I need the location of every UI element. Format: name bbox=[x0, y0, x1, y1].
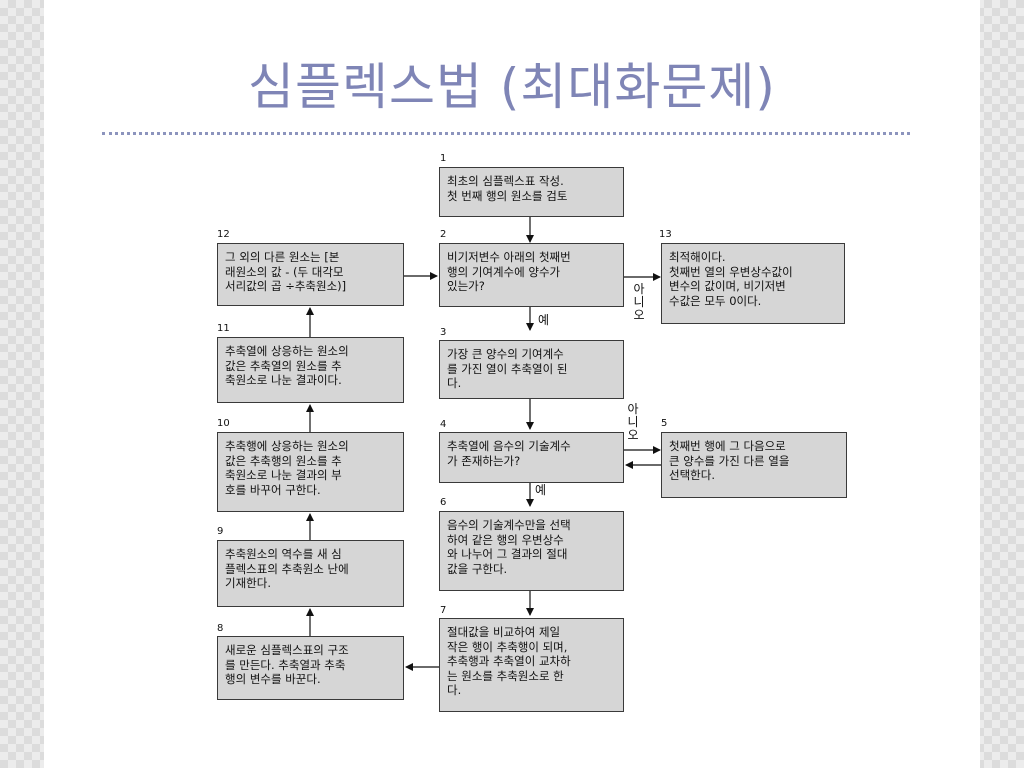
step-number-5: 5 bbox=[661, 418, 668, 429]
simplex-flowchart: 1 2 3 4 5 6 7 8 9 10 11 12 13 최초의 심플렉스표 … bbox=[212, 150, 848, 720]
step-number-7: 7 bbox=[440, 605, 447, 616]
title-divider bbox=[102, 132, 910, 135]
step-number-1: 1 bbox=[440, 153, 447, 164]
label-no-2-to-13: 아니오 bbox=[633, 282, 645, 322]
step-7-box: 절대값을 비교하여 제일 작은 행이 추축행이 되며, 추축행과 추축열이 교차… bbox=[439, 618, 624, 712]
slide-title: 심플렉스법 (최대화문제) bbox=[248, 58, 776, 116]
label-no-4-to-5: 아니오 bbox=[627, 402, 639, 442]
step-number-13: 13 bbox=[659, 229, 672, 240]
label-yes-4-to-6: 예 bbox=[535, 483, 547, 497]
step-8-box: 새로운 심플렉스표의 구조 를 만든다. 추축열과 추축 행의 변수를 바꾼다. bbox=[217, 636, 404, 700]
step-number-3: 3 bbox=[440, 327, 447, 338]
step-4-box: 추축열에 음수의 기술계수 가 존재하는가? bbox=[439, 432, 624, 483]
step-5-box: 첫째번 행에 그 다음으로 큰 양수를 가진 다른 열을 선택한다. bbox=[661, 432, 847, 498]
step-number-12: 12 bbox=[217, 229, 230, 240]
step-3-box: 가장 큰 양수의 기여계수 를 가진 열이 추축열이 된 다. bbox=[439, 340, 624, 399]
step-number-11: 11 bbox=[217, 323, 230, 334]
label-yes-2-to-3: 예 bbox=[538, 313, 550, 327]
step-number-4: 4 bbox=[440, 419, 447, 430]
step-number-10: 10 bbox=[217, 418, 230, 429]
step-10-box: 추축행에 상응하는 원소의 값은 추축행의 원소를 추 축원소로 나눈 결과의 … bbox=[217, 432, 404, 512]
step-9-box: 추축원소의 역수를 새 심 플렉스표의 추축원소 난에 기재한다. bbox=[217, 540, 404, 607]
step-number-9: 9 bbox=[217, 526, 224, 537]
step-number-6: 6 bbox=[440, 497, 447, 508]
step-6-box: 음수의 기술계수만을 선택 하여 같은 행의 우변상수 와 나누어 그 결과의 … bbox=[439, 511, 624, 591]
step-12-box: 그 외의 다른 원소는 [본 래원소의 값 - (두 대각모 서리값의 곱 ÷추… bbox=[217, 243, 404, 306]
step-11-box: 추축열에 상응하는 원소의 값은 추축열의 원소를 추 축원소로 나눈 결과이다… bbox=[217, 337, 404, 403]
step-2-box: 비기저변수 아래의 첫째번 행의 기여계수에 양수가 있는가? bbox=[439, 243, 624, 307]
step-13-box: 최적해이다. 첫째번 열의 우변상수값이 변수의 값이며, 비기저변 수값은 모… bbox=[661, 243, 845, 324]
step-1-box: 최초의 심플렉스표 작성. 첫 번째 행의 원소를 검토 bbox=[439, 167, 624, 217]
step-number-8: 8 bbox=[217, 623, 224, 634]
flow-arrows bbox=[306, 217, 661, 671]
step-number-2: 2 bbox=[440, 229, 447, 240]
